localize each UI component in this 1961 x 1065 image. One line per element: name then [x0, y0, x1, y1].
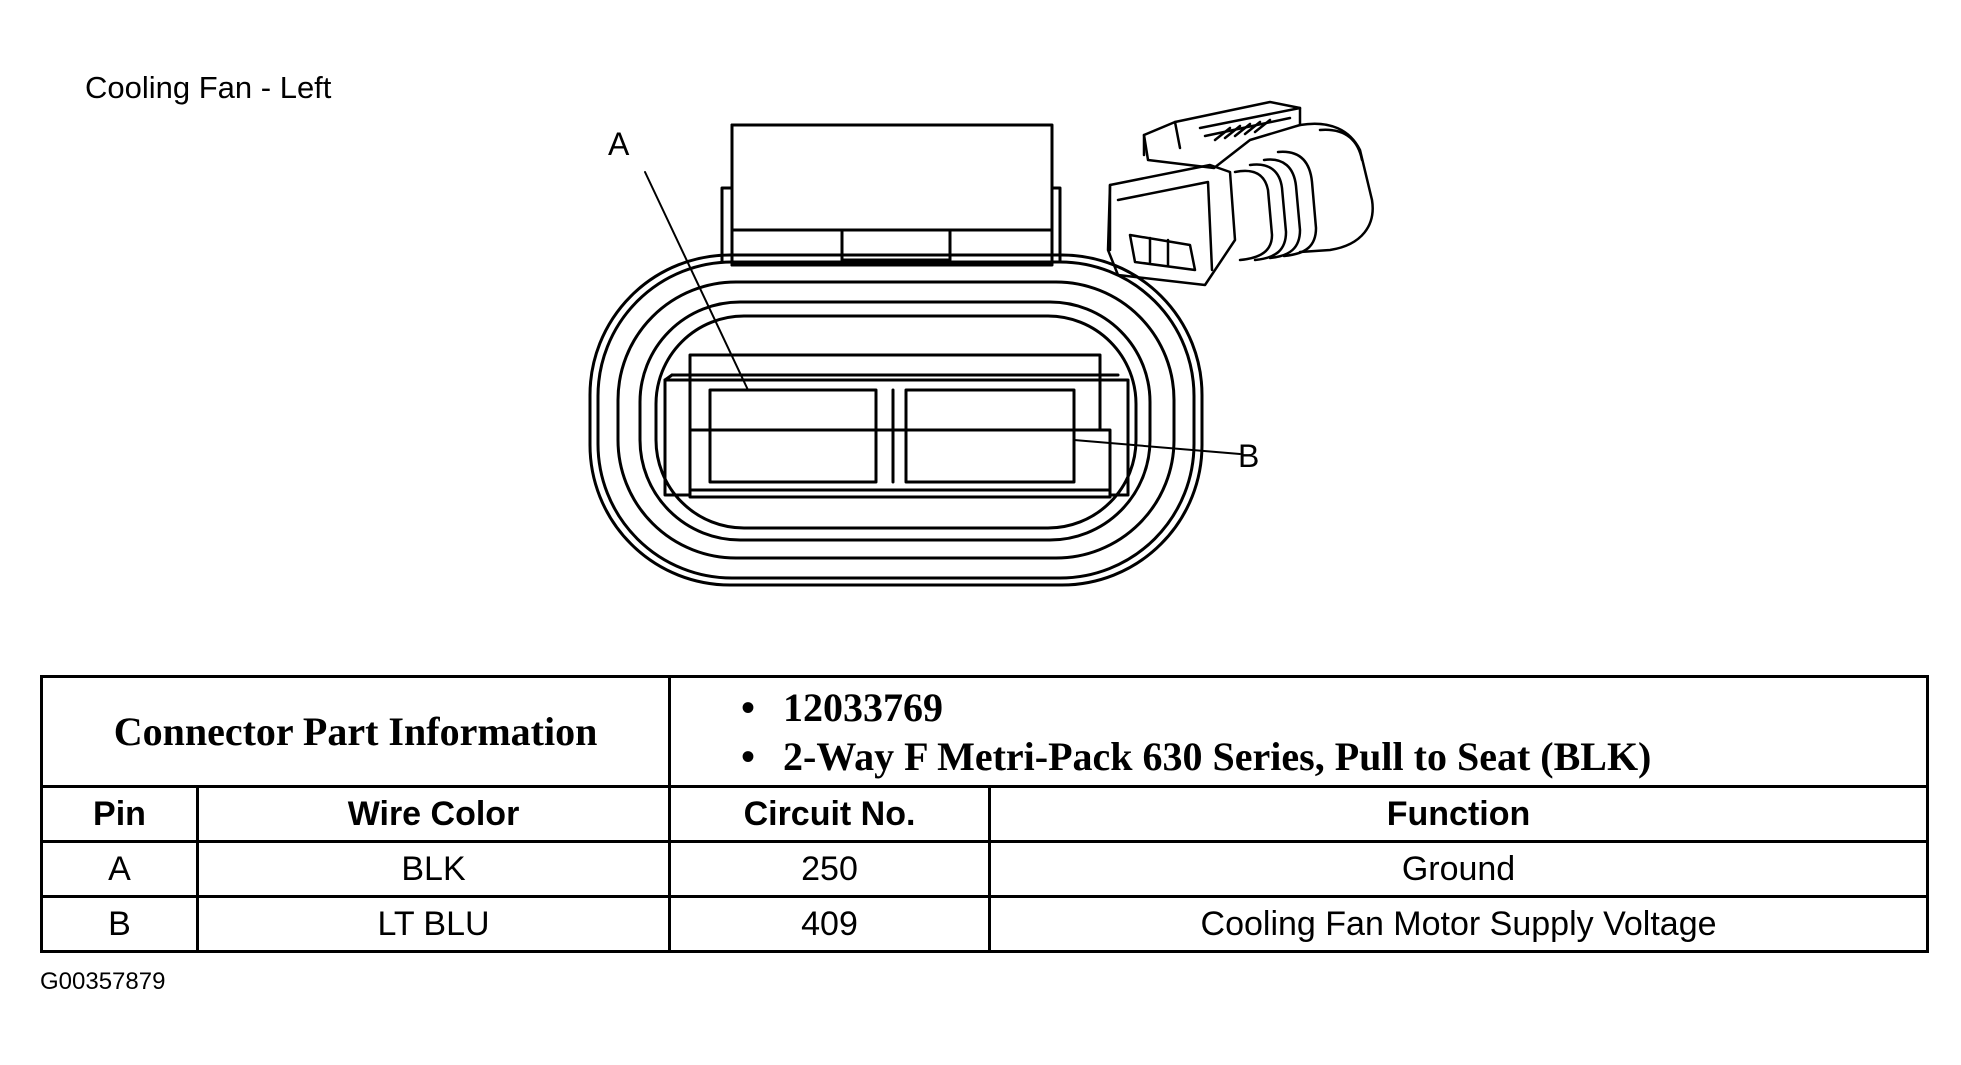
- col-header-wire-color: Wire Color: [195, 785, 672, 843]
- table-row: B LT BLU 409 Cooling Fan Motor Supply Vo…: [40, 895, 1930, 953]
- connector-info-row: Connector Part Information 12033769 2-Wa…: [39, 675, 1930, 788]
- cell-wire-color: LT BLU: [195, 895, 672, 953]
- terminal-a: [708, 388, 878, 484]
- table-row: A BLK 250 Ground: [40, 840, 1930, 898]
- connector-3d-illustration: [1106, 100, 1374, 287]
- connector-part-table: Connector Part Information 12033769 2-Wa…: [39, 675, 1930, 953]
- connector-body: [588, 253, 1204, 587]
- terminal-b: [904, 388, 1076, 484]
- connector-latch: [720, 123, 1062, 267]
- connector-description: 2-Way F Metri-Pack 630 Series, Pull to S…: [741, 732, 1926, 781]
- callout-a: A: [608, 126, 630, 162]
- cell-circuit: 409: [668, 895, 992, 953]
- column-header-row: Pin Wire Color Circuit No. Function: [40, 785, 1930, 843]
- cell-circuit: 250: [668, 840, 992, 898]
- callout-b-leader: [1073, 439, 1241, 455]
- part-number: 12033769: [741, 683, 1926, 732]
- cell-pin: A: [40, 840, 199, 898]
- col-header-circuit: Circuit No.: [668, 785, 992, 843]
- col-header-pin: Pin: [40, 785, 199, 843]
- cell-wire-color: BLK: [195, 840, 672, 898]
- callout-a-leader: [644, 171, 749, 391]
- callout-b: B: [1238, 438, 1259, 474]
- figure-id: G00357879: [40, 968, 166, 995]
- cell-function: Cooling Fan Motor Supply Voltage: [988, 895, 1930, 953]
- connector-info-details: 12033769 2-Way F Metri-Pack 630 Series, …: [668, 675, 1930, 788]
- diagram-title: Cooling Fan - Left: [85, 70, 332, 105]
- col-header-function: Function: [988, 785, 1930, 843]
- cell-function: Ground: [988, 840, 1930, 898]
- connector-info-label: Connector Part Information: [39, 675, 672, 788]
- connector-drawing: A B: [588, 100, 1374, 587]
- cell-pin: B: [40, 895, 199, 953]
